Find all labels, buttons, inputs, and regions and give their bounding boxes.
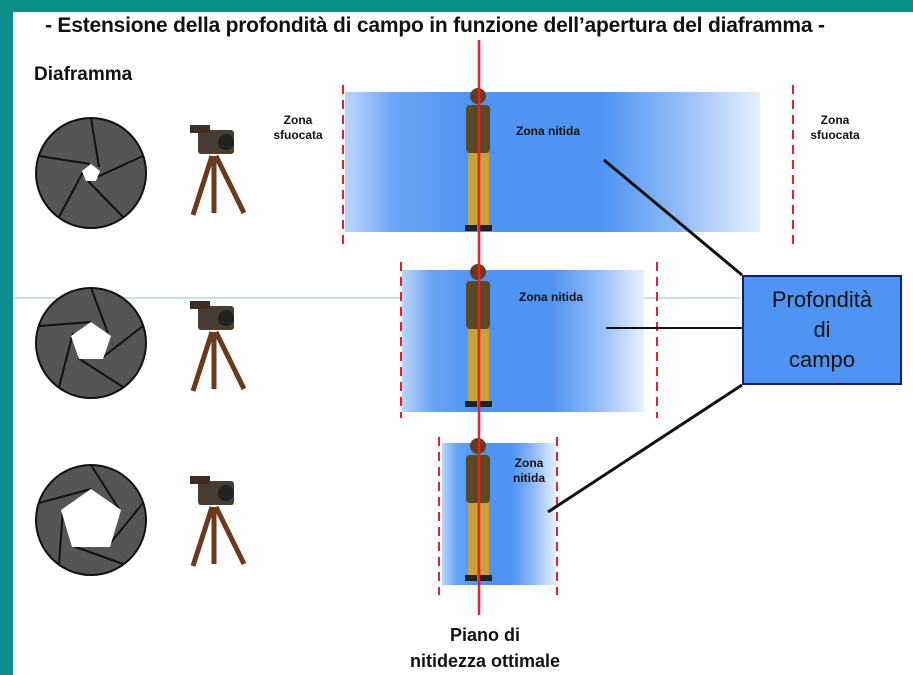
aperture-small-icon	[35, 117, 147, 229]
row-3	[438, 437, 558, 595]
connector-line	[547, 383, 743, 514]
connector-line	[603, 158, 743, 277]
diagram-title: - Estensione della profondità di campo i…	[45, 14, 825, 37]
camera-tripod-icon	[190, 125, 247, 216]
diaphragm-label: Diaframma	[34, 64, 133, 85]
depth-of-field-box: Profondità di campo	[742, 275, 902, 385]
row-1	[342, 85, 794, 245]
zone-sharp-label-3: Zona nitida	[513, 456, 545, 485]
zone-blur-right-label: Zona sfuocata	[810, 113, 860, 142]
zone-blur-left-label: Zona sfuocata	[273, 113, 323, 142]
aperture-large-icon	[35, 464, 147, 576]
zone-sharp-label-1: Zona nitida	[516, 124, 580, 138]
focus-plane-label: Piano di nitidezza ottimale	[409, 625, 561, 671]
aperture-medium-icon	[35, 287, 147, 399]
camera-tripod-icon	[190, 301, 247, 392]
row-2	[400, 262, 658, 418]
camera-tripod-icon	[190, 476, 247, 567]
depth-zone-1	[345, 92, 760, 232]
zone-sharp-label-2: Zona nitida	[519, 290, 583, 304]
depth-zone-3	[442, 443, 556, 585]
depth-zone-2	[402, 270, 644, 412]
